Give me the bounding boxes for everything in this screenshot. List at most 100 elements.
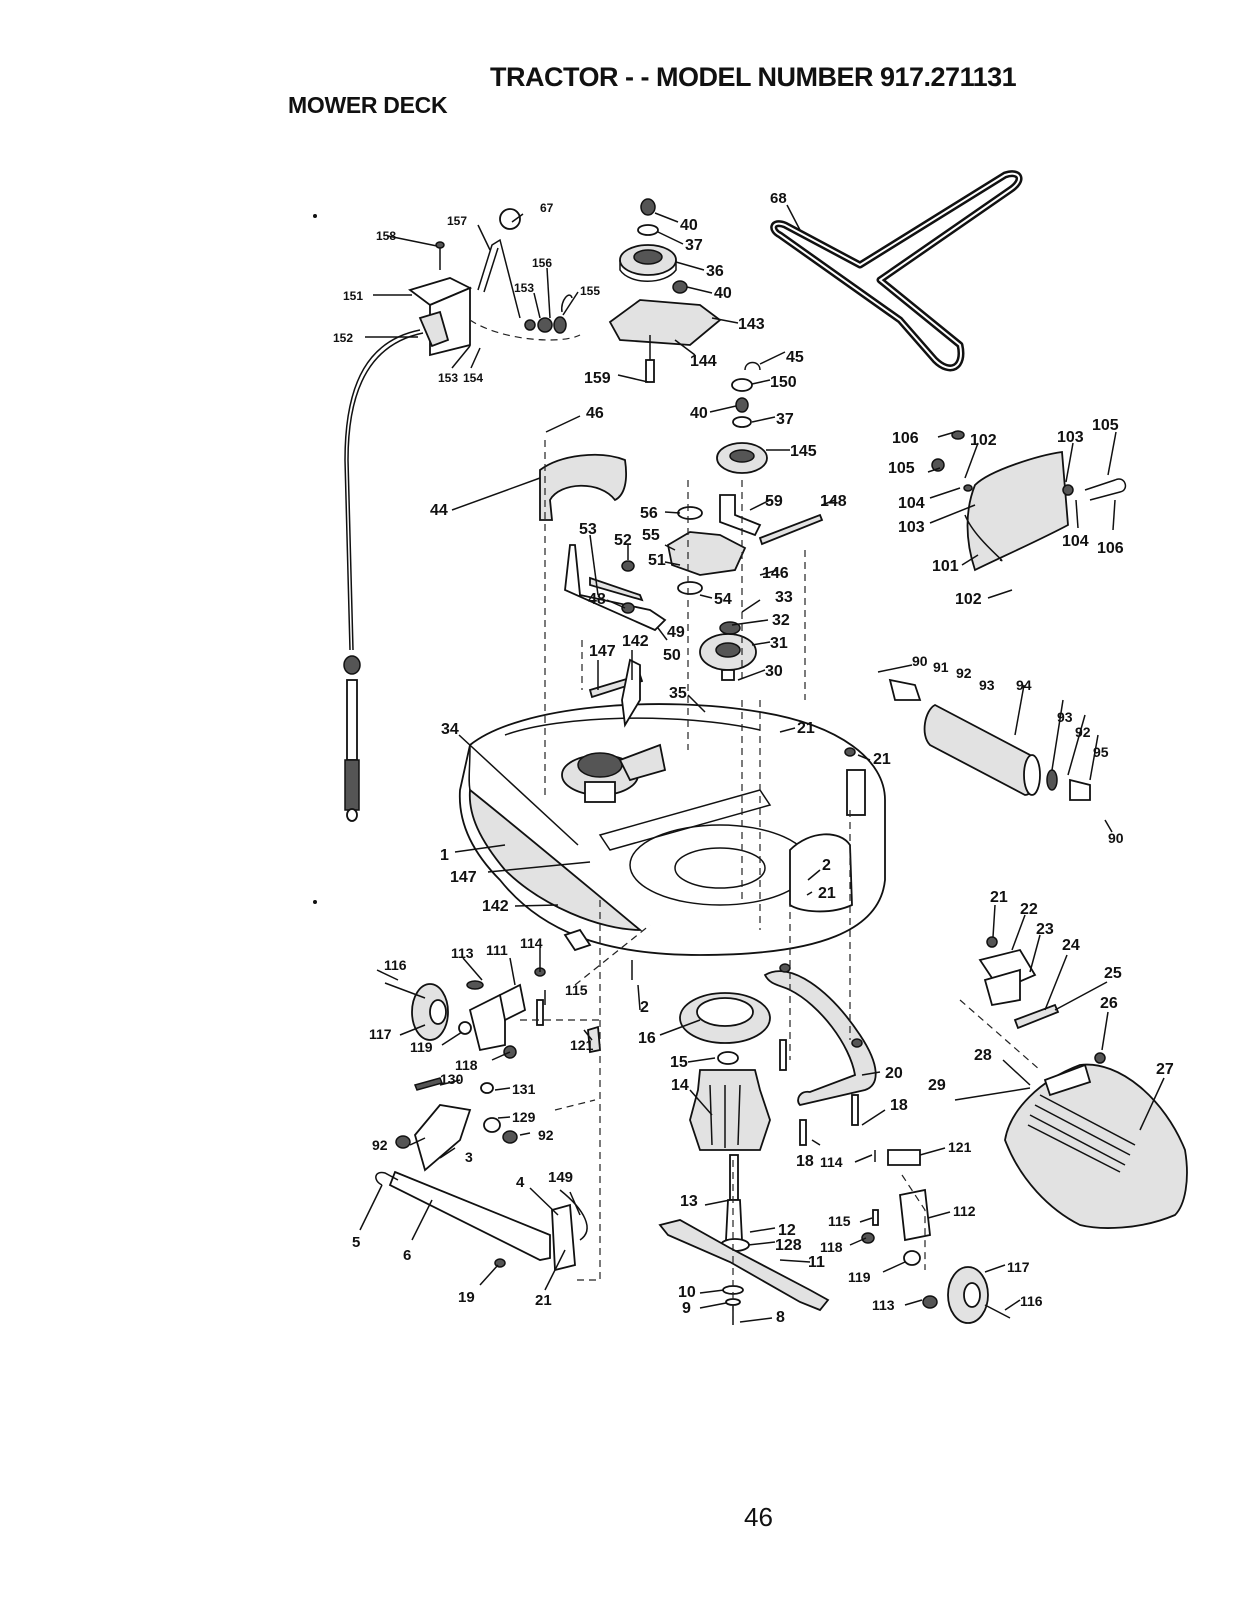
callout-117-b: 117 bbox=[1007, 1259, 1030, 1275]
callout-67: 67 bbox=[540, 201, 554, 215]
callout-labels: 158 157 67 156 153 155 151 152 153 154 4… bbox=[333, 190, 1174, 1326]
callout-90-b: 90 bbox=[1108, 830, 1124, 846]
callout-37-b: 37 bbox=[776, 411, 794, 428]
callout-153-top: 153 bbox=[514, 281, 534, 295]
callout-34: 34 bbox=[441, 721, 459, 738]
callout-143: 143 bbox=[738, 316, 765, 333]
mower-deck-housing bbox=[458, 703, 886, 956]
callout-115-b: 115 bbox=[828, 1213, 851, 1229]
callout-103-a: 103 bbox=[1057, 429, 1084, 446]
callout-21-a: 21 bbox=[797, 720, 815, 737]
callout-153-bottom: 153 bbox=[438, 371, 458, 385]
callout-128: 128 bbox=[775, 1237, 802, 1254]
callout-93-a: 93 bbox=[979, 677, 995, 693]
callout-105-a: 105 bbox=[1092, 417, 1119, 434]
callout-130: 130 bbox=[440, 1071, 464, 1087]
callout-129: 129 bbox=[512, 1109, 536, 1125]
callout-35: 35 bbox=[669, 685, 687, 702]
front-hanger-rod-6 bbox=[375, 1170, 588, 1272]
lift-cable bbox=[343, 329, 424, 822]
callout-2-b: 2 bbox=[640, 999, 649, 1016]
callout-21-e: 21 bbox=[990, 889, 1008, 906]
margin-mark-bottom bbox=[313, 900, 317, 904]
lift-lever-157 bbox=[477, 208, 573, 334]
callout-95: 95 bbox=[1093, 744, 1109, 760]
callout-117-a: 117 bbox=[369, 1026, 392, 1042]
callout-149: 149 bbox=[548, 1169, 573, 1186]
callout-106-a: 106 bbox=[892, 430, 919, 447]
callout-9: 9 bbox=[682, 1300, 691, 1317]
callout-55: 55 bbox=[642, 527, 660, 544]
spring-148 bbox=[758, 513, 824, 546]
callout-54: 54 bbox=[714, 591, 732, 608]
callout-148: 148 bbox=[820, 493, 847, 510]
section-title: MOWER DECK bbox=[288, 92, 448, 118]
roller-94 bbox=[888, 678, 1091, 801]
callout-144: 144 bbox=[690, 353, 717, 370]
callout-11: 11 bbox=[808, 1254, 825, 1271]
callout-13: 13 bbox=[680, 1193, 698, 1210]
callout-121-a: 121 bbox=[570, 1037, 594, 1053]
idler-bracket bbox=[608, 299, 722, 346]
callout-105-b: 105 bbox=[888, 460, 915, 477]
callout-19: 19 bbox=[458, 1289, 475, 1306]
margin-mark-top bbox=[313, 214, 317, 218]
callout-115-a: 115 bbox=[565, 982, 588, 998]
callout-147-b: 147 bbox=[450, 869, 477, 886]
callout-103-b: 103 bbox=[898, 519, 925, 536]
callout-31: 31 bbox=[770, 635, 788, 652]
callout-101: 101 bbox=[932, 558, 959, 575]
callout-146: 146 bbox=[762, 565, 789, 582]
rod-29 bbox=[954, 1087, 1031, 1101]
deck-spindle-pulley bbox=[561, 752, 639, 803]
page-number: 46 bbox=[744, 1502, 773, 1532]
callout-49: 49 bbox=[667, 624, 685, 641]
discharge-chute-27 bbox=[1004, 1063, 1188, 1229]
deflector-shield-101 bbox=[931, 430, 1127, 572]
callout-159: 159 bbox=[584, 370, 611, 387]
callout-3: 3 bbox=[465, 1149, 473, 1165]
callout-104-b: 104 bbox=[1062, 533, 1089, 550]
drive-belt bbox=[770, 170, 1023, 372]
callout-92-b: 92 bbox=[1075, 724, 1091, 740]
callout-46: 46 bbox=[586, 405, 604, 422]
leader-lines bbox=[359, 204, 1165, 1323]
callout-157: 157 bbox=[447, 214, 467, 228]
spindle-assembly bbox=[679, 992, 771, 1252]
callout-40-a: 40 bbox=[680, 217, 698, 234]
callout-32: 32 bbox=[772, 612, 790, 629]
baffle-20 bbox=[763, 963, 877, 1106]
callout-118-b: 118 bbox=[820, 1239, 843, 1255]
callout-20: 20 bbox=[885, 1065, 903, 1082]
callout-92-d: 92 bbox=[372, 1137, 388, 1153]
callout-6: 6 bbox=[403, 1247, 411, 1264]
callout-16: 16 bbox=[638, 1030, 656, 1047]
callout-40-c: 40 bbox=[690, 405, 708, 422]
callout-92-a: 92 bbox=[956, 665, 972, 681]
callout-52: 52 bbox=[614, 532, 632, 549]
callout-28: 28 bbox=[974, 1047, 992, 1064]
upper-idler-pulley bbox=[619, 198, 688, 294]
center-pulley bbox=[716, 361, 768, 474]
callout-94: 94 bbox=[1016, 677, 1032, 693]
callout-142-b: 142 bbox=[482, 898, 509, 915]
callout-15: 15 bbox=[670, 1054, 688, 1071]
callout-23: 23 bbox=[1036, 921, 1054, 938]
callout-151: 151 bbox=[343, 289, 363, 303]
callout-104-a: 104 bbox=[898, 495, 925, 512]
bracket-59 bbox=[719, 494, 762, 537]
callout-93-b: 93 bbox=[1057, 709, 1073, 725]
callout-51: 51 bbox=[648, 552, 666, 569]
callout-119-a: 119 bbox=[410, 1039, 433, 1055]
callout-92-c: 92 bbox=[538, 1127, 554, 1143]
callout-18-b: 18 bbox=[796, 1153, 814, 1170]
callout-119-b: 119 bbox=[848, 1269, 871, 1285]
callout-113-a: 113 bbox=[451, 945, 474, 961]
callout-114-a: 114 bbox=[520, 935, 543, 951]
callout-155: 155 bbox=[580, 284, 600, 298]
callout-21-d: 21 bbox=[535, 1292, 552, 1309]
callout-114-b: 114 bbox=[820, 1154, 843, 1170]
gauge-wheel-left bbox=[384, 980, 527, 1059]
belt-guard-bracket bbox=[618, 743, 667, 782]
callout-118-a: 118 bbox=[455, 1057, 478, 1073]
